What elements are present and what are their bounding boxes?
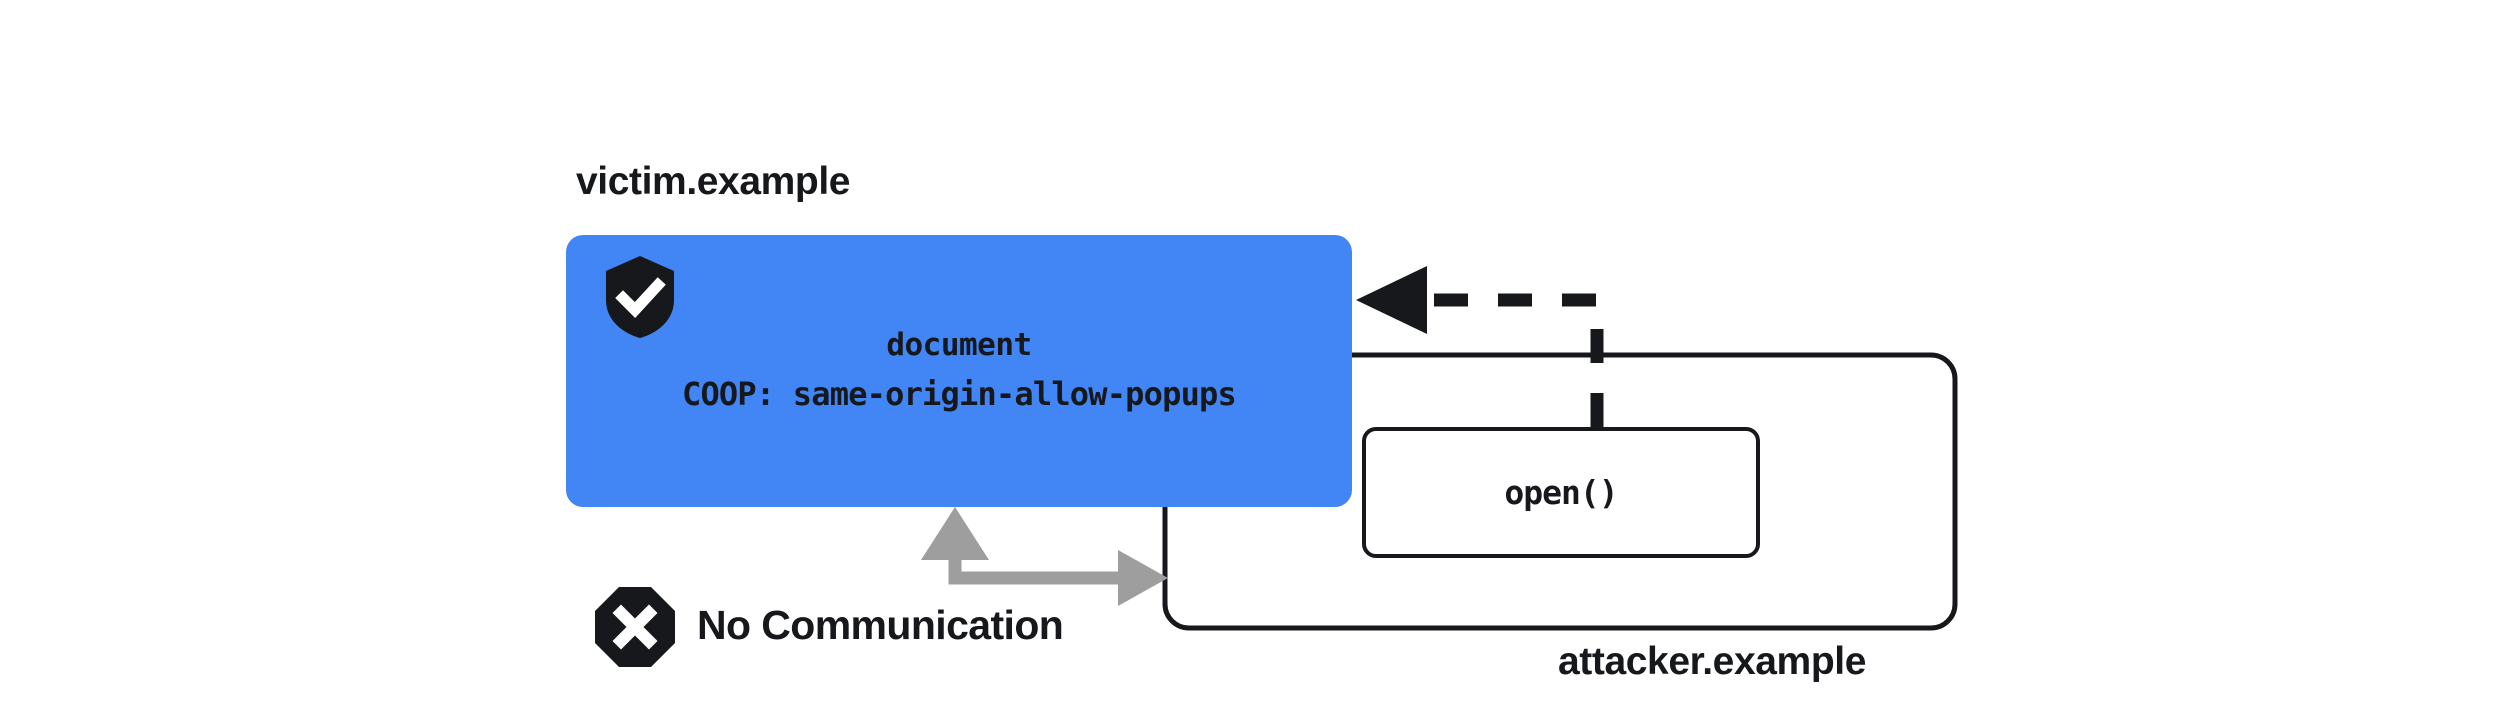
open-call-arrowhead [1356, 266, 1427, 334]
document-title: document [886, 327, 1032, 363]
victim-origin-label: victim.example [576, 160, 851, 203]
victim-document-box: document COOP: same-origin-allow-popups [566, 235, 1352, 507]
no-communication-arrow-shaft [948, 545, 1136, 585]
shield-check-icon [602, 254, 678, 340]
document-text-block: document COOP: same-origin-allow-popups [566, 235, 1352, 413]
no-communication-label: No Communication [697, 602, 1064, 648]
open-call-box: open() [1362, 427, 1760, 558]
no-communication-arrowhead-right [1118, 550, 1168, 606]
no-communication-arrowhead-up [921, 507, 989, 560]
no-communication-annotation: No Communication [594, 586, 1064, 668]
open-call-label: open() [1504, 473, 1618, 512]
octagon-x-icon [594, 586, 676, 668]
document-coop-header: COOP: same-origin-allow-popups [682, 375, 1237, 413]
open-call-dashed-line [1424, 293, 1604, 427]
attacker-origin-label: attacker.example [1558, 640, 1866, 683]
